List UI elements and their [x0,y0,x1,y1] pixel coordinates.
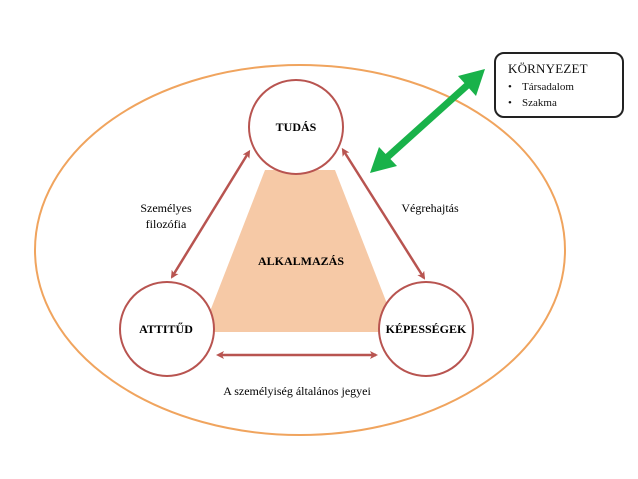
node-label-attitud: ATTITŰD [139,321,193,336]
environment-list: Társadalom Szakma [508,79,622,111]
center-label: ALKALMAZÁS [258,254,344,268]
environment-title: KÖRNYEZET [508,61,588,76]
node-tudas [248,79,344,175]
node-attitud [119,281,215,377]
edge-label-bottom: A személyiség általános jegyei [223,384,371,398]
node-label-tudas: TUDÁS [276,120,317,134]
edge-label-right: Végrehajtás [401,201,459,215]
environment-item: Társadalom [508,79,622,95]
application-triangle [202,170,398,332]
arrow-tudas-attitud [170,149,251,279]
environment-item: Szakma [508,95,622,111]
edge-label-left-1: Személyes [140,201,192,215]
environment-box: KÖRNYEZET Társadalom Szakma [494,52,624,118]
node-kepessegek [378,281,474,377]
node-label-kepessegek: KÉPESSÉGEK [386,322,467,336]
outer-ellipse [34,64,566,436]
arrow-tudas-kepessegek [341,147,426,280]
edge-label-left-2: filozófia [146,217,187,231]
environment-arrow [370,69,485,173]
